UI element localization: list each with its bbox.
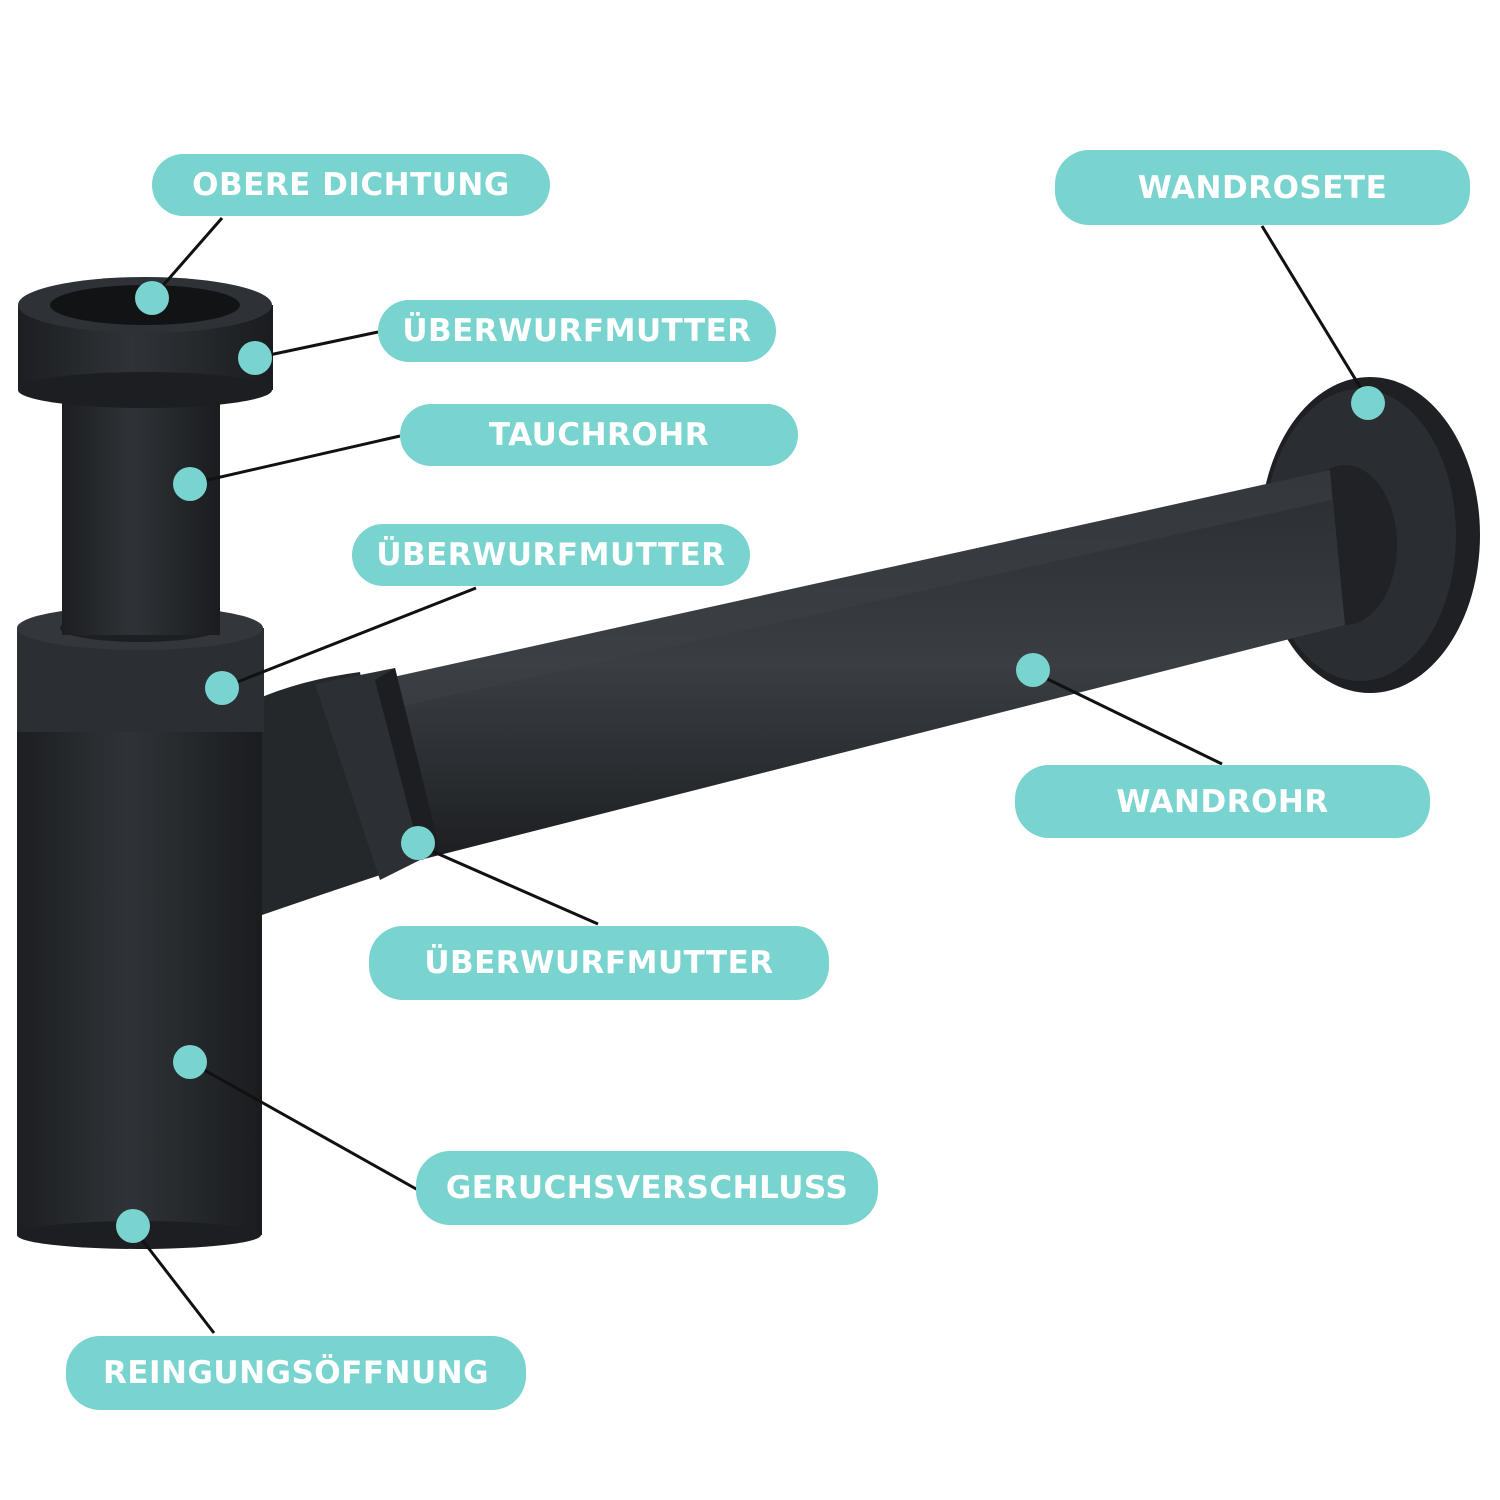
callout-dot-ueberwurfmutter-middle bbox=[205, 671, 239, 705]
label-ueberwurfmutter-top: ÜBERWURFMUTTER bbox=[378, 300, 776, 362]
callout-dot-obere-dichtung bbox=[135, 281, 169, 315]
label-geruchsverschluss: GERUCHSVERSCHLUSS bbox=[416, 1151, 878, 1225]
label-wandrohr: WANDROHR bbox=[1015, 765, 1430, 838]
callout-dot-geruchsverschluss bbox=[173, 1045, 207, 1079]
leader-ueberwurfmutter-top bbox=[254, 330, 379, 360]
label-obere-dichtung: OBERE DICHTUNG bbox=[152, 154, 550, 216]
leader-geruchsverschluss bbox=[189, 1060, 419, 1192]
label-wandrosete: WANDROSETE bbox=[1055, 150, 1470, 225]
callout-dot-wandrohr bbox=[1016, 653, 1050, 687]
dip-tube-shape bbox=[62, 385, 220, 635]
label-reingungsoeffnung: REINGUNGSÖFFNUNG bbox=[66, 1336, 526, 1410]
label-ueberwurfmutter-middle: ÜBERWURFMUTTER bbox=[352, 524, 750, 586]
leader-reingungsoeffnung bbox=[131, 1227, 216, 1334]
leader-wandrosete bbox=[1260, 225, 1370, 401]
callout-dot-reingungsoeffnung bbox=[116, 1209, 150, 1243]
leader-tauchrohr bbox=[189, 434, 401, 486]
wall-pipe-shape bbox=[380, 470, 1345, 860]
callout-dot-ueberwurfmutter-top bbox=[238, 341, 272, 375]
callout-dot-tauchrohr bbox=[173, 467, 207, 501]
label-ueberwurfmutter-bottom: ÜBERWURFMUTTER bbox=[369, 926, 829, 1000]
leader-lines bbox=[131, 217, 1370, 1334]
callout-dot-wandrosete bbox=[1351, 386, 1385, 420]
leader-ueberwurfmutter-bottom bbox=[417, 843, 599, 926]
callout-dot-ueberwurfmutter-bottom bbox=[401, 826, 435, 860]
label-tauchrohr: TAUCHROHR bbox=[400, 404, 798, 466]
pipe-nut-shape bbox=[315, 668, 440, 880]
leader-ueberwurfmutter-middle bbox=[221, 586, 477, 690]
leader-wandrohr bbox=[1032, 670, 1223, 766]
